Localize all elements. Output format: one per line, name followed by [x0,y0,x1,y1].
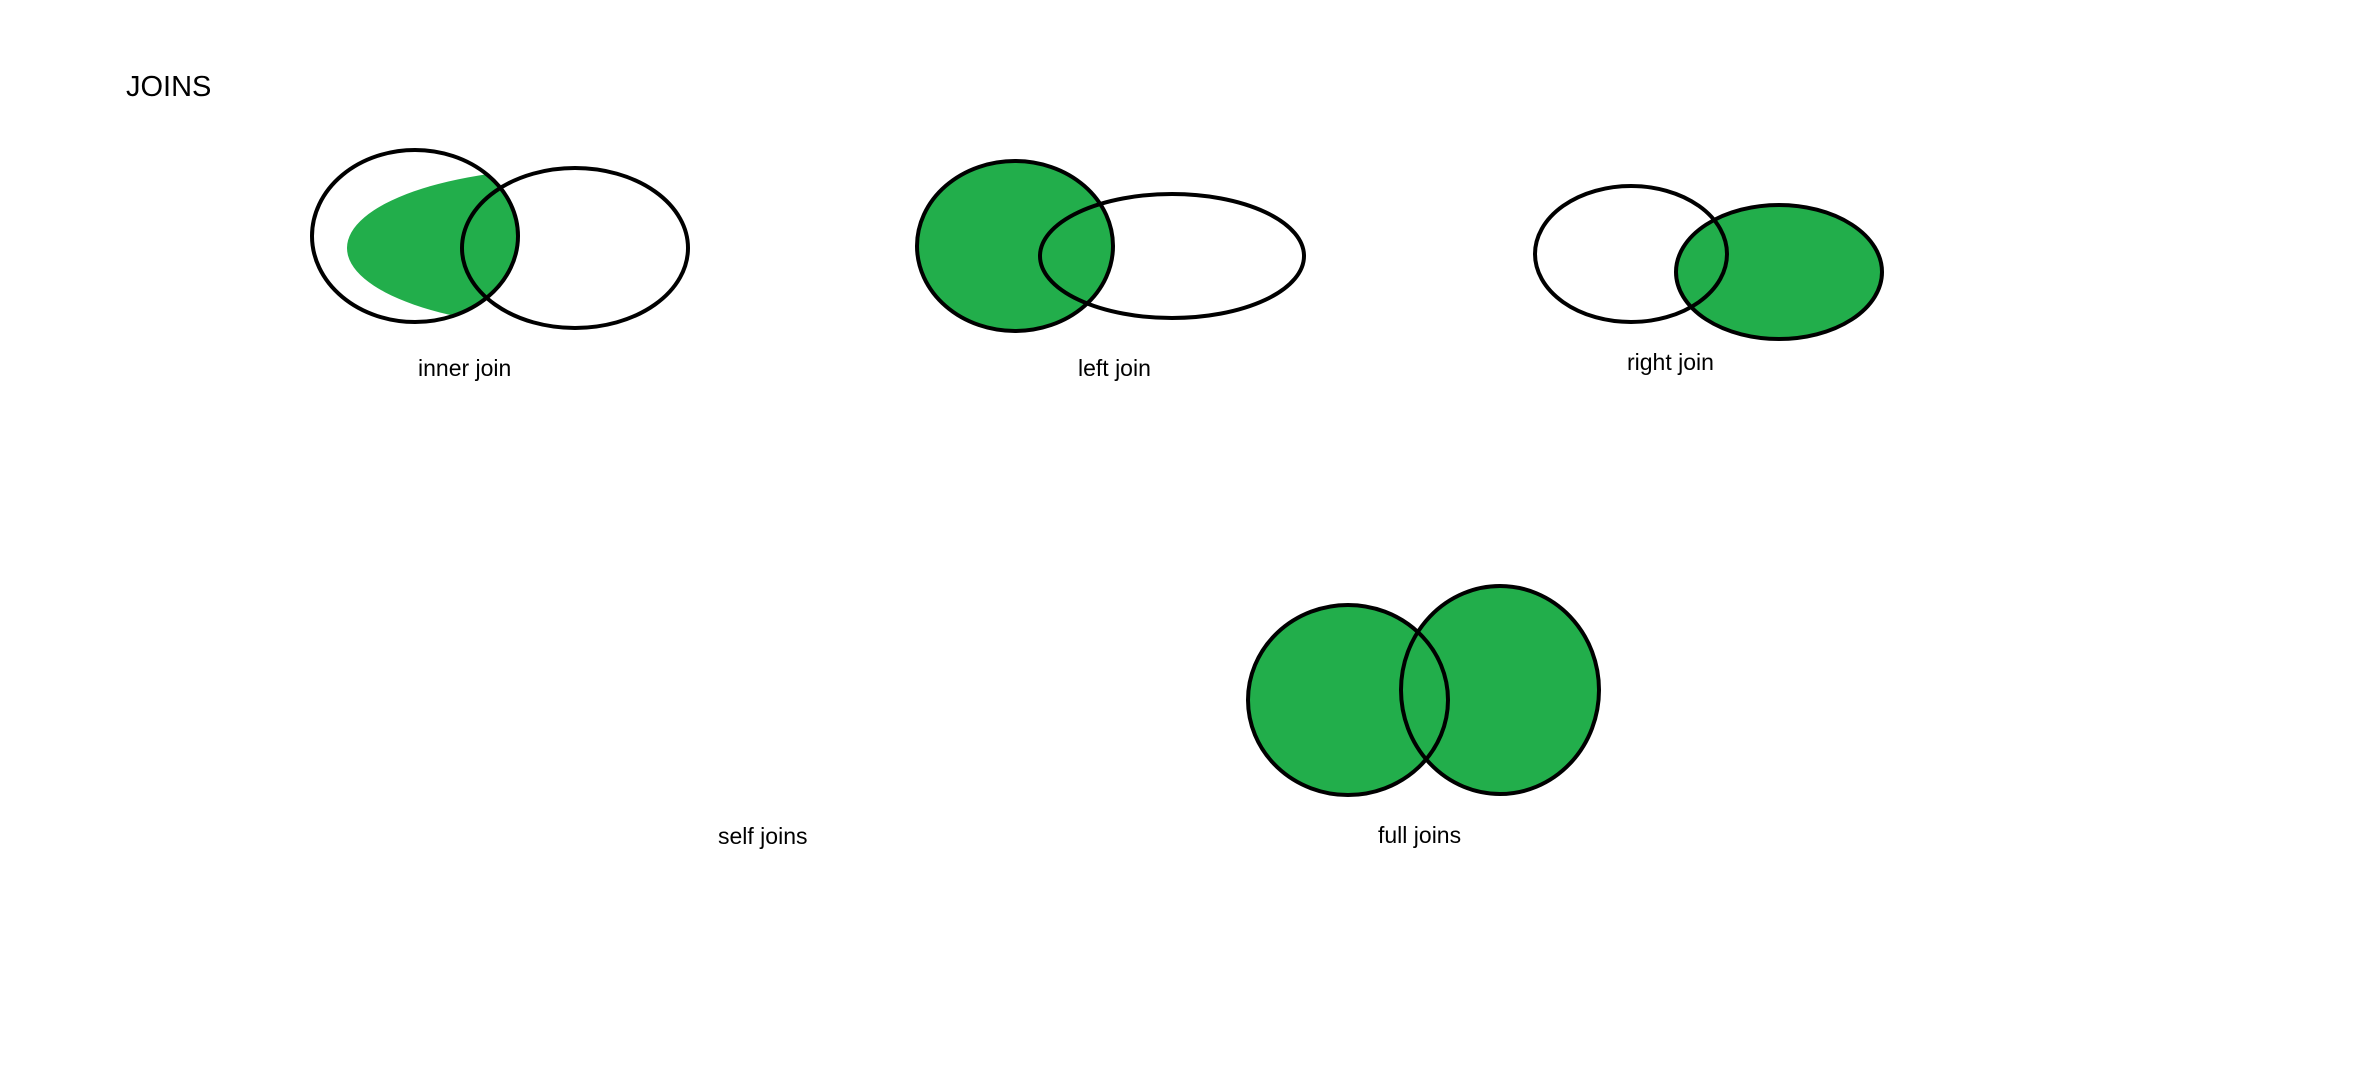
inner-join-diagram: inner join [310,148,690,381]
inner-join-right-set [460,166,690,330]
full-joins-left-set [1248,605,1448,795]
left-join-diagram: left join [915,159,1306,381]
right-join-diagram: right join [1533,184,1884,375]
full-joins-left-outline [1246,603,1450,797]
left-join-left-set [915,159,1115,333]
full-joins-right-outline [1399,584,1601,796]
right-join-right-set [1674,203,1884,341]
full-joins-label: full joins [1378,822,1461,848]
left-join-label: left join [1078,355,1151,381]
page-title: JOINS [126,71,211,103]
right-join-left-set [1533,184,1729,324]
full-joins-diagram: full joins [1246,584,1601,848]
full-joins-right-set [1401,586,1599,794]
left-join-right-set [1038,192,1306,320]
inner-join-label: inner join [418,355,511,381]
right-join-label: right join [1627,349,1714,375]
self-joins-label: self joins [718,823,807,849]
inner-join-left-set [310,148,520,324]
inner-join-intersection [347,168,518,322]
